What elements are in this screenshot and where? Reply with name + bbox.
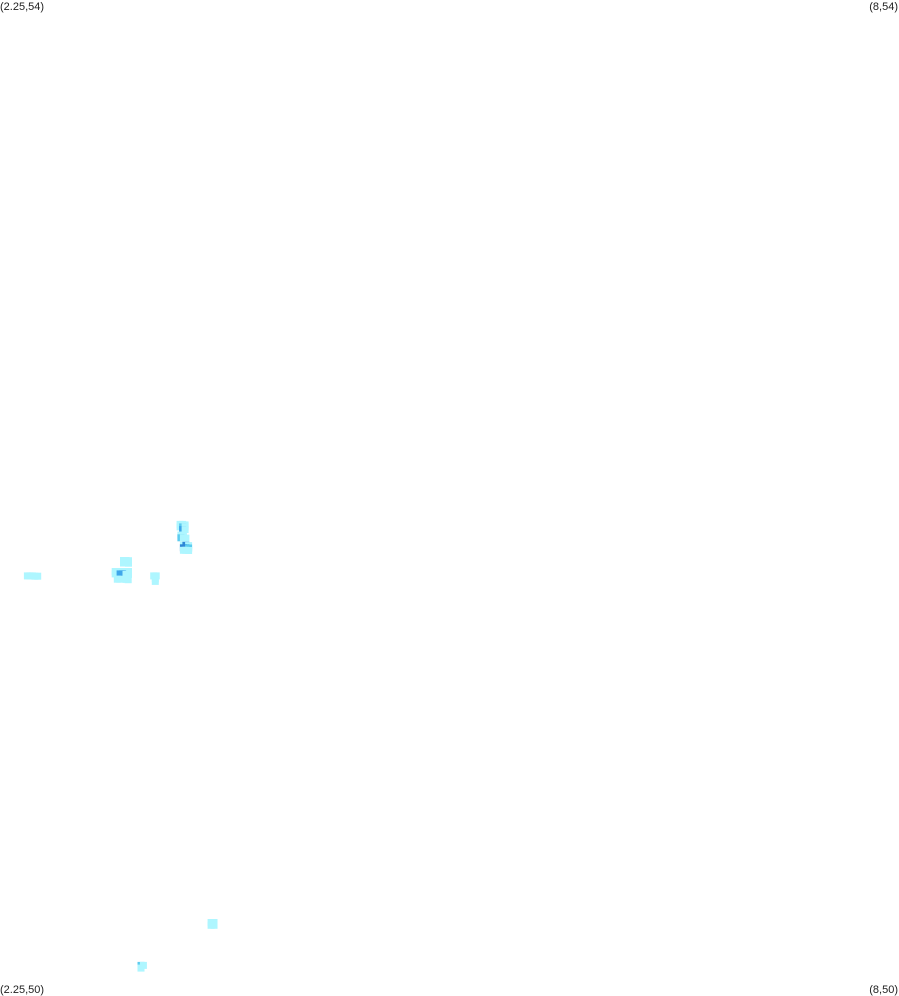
corner-bottom-left-label: (2.25,50)	[0, 984, 45, 996]
heat-cell	[125, 570, 132, 578]
corner-top-left-label: (2.25,54)	[0, 1, 45, 13]
heat-cell	[210, 921, 218, 929]
heat-cell	[185, 547, 193, 554]
corner-bottom-right-label: (8,50)	[869, 984, 898, 996]
corner-top-right-label: (8,54)	[869, 1, 898, 13]
heat-cell	[124, 576, 132, 584]
heat-cell	[181, 526, 189, 534]
heat-cell	[116, 575, 124, 583]
heat-cell	[137, 964, 145, 972]
heat-cell	[125, 559, 132, 567]
heat-cell	[182, 534, 190, 542]
heat-cell	[151, 577, 159, 585]
heat-cell	[34, 572, 42, 580]
